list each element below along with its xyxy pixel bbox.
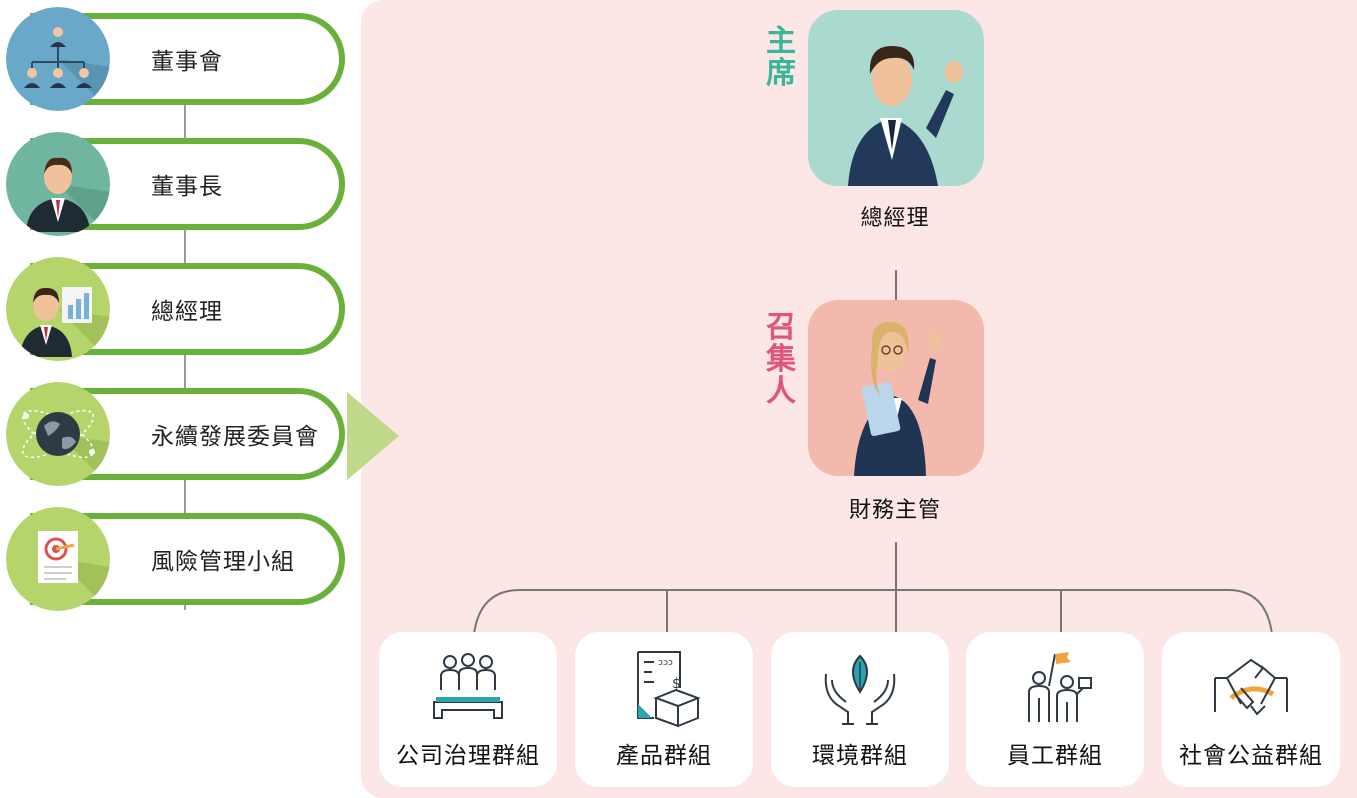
group-label: 產品群組 xyxy=(616,743,712,769)
group-card-environment: 環境群組 xyxy=(771,632,949,787)
product-box-icon: ɔɔɔ $ xyxy=(637,651,701,728)
hierarchy-item-label: 風險管理小組 xyxy=(151,549,295,575)
hierarchy-item-label: 董事長 xyxy=(151,174,223,200)
group-card-product: ɔɔɔ $ 產品群組 xyxy=(575,632,753,787)
chair-title: 主席 xyxy=(766,24,796,91)
group-label: 社會公益群組 xyxy=(1179,743,1323,769)
group-label: 環境群組 xyxy=(812,743,908,769)
handshake-icon xyxy=(1214,658,1288,716)
group-card-corporate-governance: 公司治理群組 xyxy=(379,632,557,787)
svg-text:$: $ xyxy=(672,676,681,692)
svg-text:ɔɔɔ: ɔɔɔ xyxy=(658,658,673,668)
hierarchy-item-label: 董事會 xyxy=(151,49,223,75)
hierarchy-item-label: 總經理 xyxy=(151,299,223,325)
hierarchy-connector-line xyxy=(184,100,186,610)
group-card-employee: 員工群組 xyxy=(966,632,1144,787)
convener-title: 召集人 xyxy=(766,310,796,409)
pointer-arrow xyxy=(347,392,399,480)
group-label: 員工群組 xyxy=(1007,743,1103,769)
chair-name: 總經理 xyxy=(860,206,930,231)
target-document-icon xyxy=(6,507,110,611)
leaf-hands-icon xyxy=(824,654,896,725)
manager-presentation-icon xyxy=(6,257,110,361)
group-card-social: 社會公益群組 xyxy=(1162,632,1340,787)
group-label: 公司治理群組 xyxy=(396,743,540,769)
meeting-table-icon xyxy=(433,653,503,719)
hierarchy-item-label: 永續發展委員會 xyxy=(151,424,319,450)
convener-name: 財務主管 xyxy=(848,498,941,523)
executive-avatar-icon xyxy=(6,132,110,236)
convener-avatar xyxy=(808,300,984,476)
employees-flag-icon xyxy=(1028,652,1092,722)
chair-avatar xyxy=(808,10,984,186)
